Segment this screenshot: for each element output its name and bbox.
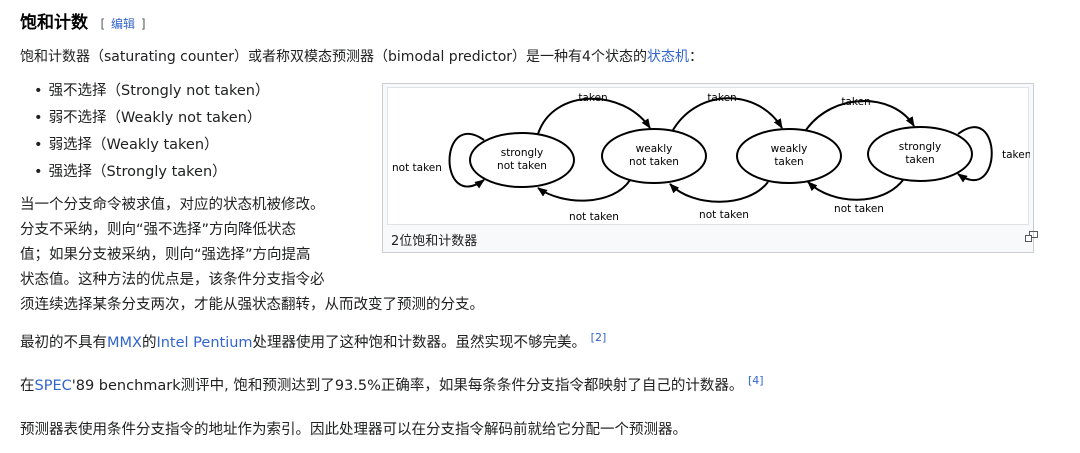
- explanation-line: 值；如果分支被采纳，则向“强选择”方向提高: [20, 247, 311, 263]
- edge-not-taken: [537, 179, 631, 202]
- explanation-line: 须连续选择某条分支两次，才能从强状态翻转，从而改变了预测的分支。: [20, 297, 484, 313]
- intel-pentium-link[interactable]: Intel Pentium: [156, 335, 253, 351]
- node-weakly-not-taken: [601, 128, 707, 184]
- explanation-line: 分支不采纳，则向“强不选择”方向降低状态: [20, 222, 297, 238]
- node-label: taken: [774, 156, 803, 168]
- list-item: 弱选择（Weakly taken）: [20, 132, 270, 159]
- spec-link[interactable]: SPEC: [34, 378, 72, 394]
- node-label: weakly: [771, 143, 808, 155]
- reference-link[interactable]: [4]: [748, 374, 764, 388]
- paragraph-index: 预测器表使用条件分支指令的地址作为索引。因此处理器可以在分支指令解码前就给它分配…: [20, 422, 687, 438]
- edge-label: not taken: [569, 211, 619, 223]
- states-list: 强不选择（Strongly not taken） 弱不选择（Weakly not…: [20, 78, 270, 186]
- self-loop-not-taken: [448, 132, 485, 189]
- edge-label: taken: [841, 96, 870, 108]
- edge-taken: [805, 100, 915, 131]
- explanation-line: 当一个分支命令被求值，对应的状态机被修改。: [20, 197, 325, 213]
- section-heading: 饱和计数 [ 编辑 ]: [20, 8, 146, 33]
- edge-not-taken: [669, 181, 769, 203]
- edge-taken: [537, 97, 651, 135]
- node-label: not taken: [497, 160, 547, 172]
- intro-paragraph: 饱和计数器（saturating counter）或者称双模态预测器（bimod…: [20, 49, 703, 65]
- list-item: 强选择（Strongly taken）: [20, 159, 270, 186]
- edge-label: not taken: [699, 209, 749, 221]
- mmx-link[interactable]: MMX: [107, 335, 142, 351]
- node-strongly-taken: [867, 126, 973, 182]
- edge-label: not taken: [392, 162, 442, 174]
- node-label: taken: [905, 154, 934, 166]
- edit-section: [ 编辑 ]: [100, 17, 146, 31]
- state-diagram[interactable]: strongly not taken weakly not taken weak…: [387, 87, 1030, 225]
- self-loop-taken: [957, 126, 993, 183]
- edge-taken: [672, 97, 783, 131]
- list-item: 弱不选择（Weakly not taken）: [20, 105, 270, 132]
- edge-label: taken: [578, 92, 607, 104]
- figure-caption: 2位饱和计数器: [391, 234, 478, 249]
- figure-thumbnail: strongly not taken weakly not taken weak…: [382, 83, 1038, 253]
- reference-link[interactable]: [2]: [590, 331, 607, 345]
- edge-not-taken: [807, 179, 904, 201]
- node-label: not taken: [629, 156, 679, 168]
- node-label: weakly: [636, 143, 673, 155]
- node-label: strongly: [899, 141, 942, 153]
- state-machine-link[interactable]: 状态机: [646, 49, 689, 65]
- list-item: 强不选择（Strongly not taken）: [20, 78, 270, 105]
- explanation-paragraph: 当一个分支命令被求值，对应的状态机被修改。 分支不采纳，则向“强不选择”方向降低…: [20, 193, 484, 318]
- explanation-line: 状态值。这种方法的优点是，该条件分支指令必: [20, 272, 325, 288]
- edge-label: not taken: [834, 203, 884, 215]
- node-weakly-taken: [736, 128, 842, 184]
- edge-label: taken: [707, 92, 736, 104]
- paragraph-mmx: 最初的不具有MMX的Intel Pentium处理器使用了这种饱和计数器。虽然实…: [20, 331, 607, 351]
- edit-link[interactable]: 编辑: [110, 17, 135, 31]
- edge-label: taken: [1002, 149, 1030, 161]
- node-label: strongly: [501, 147, 544, 159]
- node-strongly-not-taken: [469, 132, 575, 188]
- paragraph-spec: 在SPEC'89 benchmark测评中, 饱和预测达到了93.5%正确率，如…: [20, 374, 764, 394]
- state-diagram-svg: strongly not taken weakly not taken weak…: [392, 92, 1030, 223]
- section-title: 饱和计数: [20, 13, 88, 33]
